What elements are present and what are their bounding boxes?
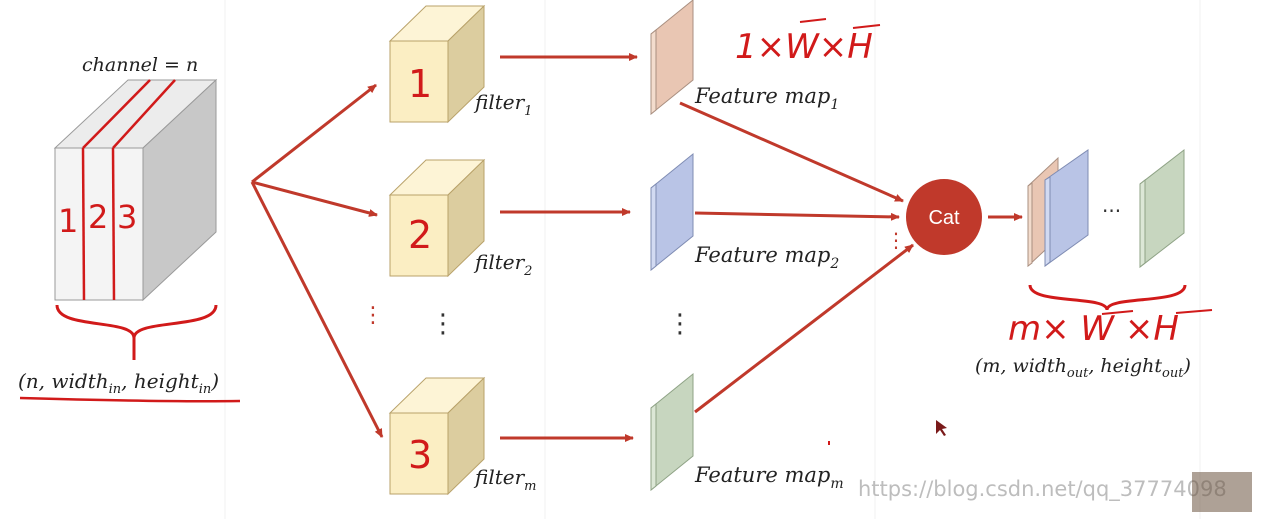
feature-map-m-slab xyxy=(650,372,694,492)
background-gridlines xyxy=(224,0,1201,519)
input-brace xyxy=(55,304,218,339)
filter-m-digit: 3 xyxy=(408,433,432,477)
filter-1-digit: 1 xyxy=(408,62,432,106)
vertical-ellipsis-cat: ⋮ xyxy=(886,228,906,252)
input-shape-underline xyxy=(19,396,241,403)
handwritten-note-top: 1×W×H xyxy=(735,27,873,67)
output-map-2 xyxy=(1044,149,1089,268)
filter-to-map-arrows xyxy=(500,53,638,442)
channel-label: channel = n xyxy=(82,54,198,76)
vertical-ellipsis-filters: ⋮ xyxy=(430,309,456,339)
feature-map-1-slab xyxy=(650,0,694,116)
output-ellipsis: ··· xyxy=(1102,199,1121,223)
cat-label: Cat xyxy=(928,207,960,229)
filter-2-digit: 2 xyxy=(408,213,432,257)
output-map-m xyxy=(1139,148,1185,269)
filter-cube-m xyxy=(388,376,486,496)
handwritten-note-top-overlines xyxy=(799,18,881,29)
channel-mark-3: 3 xyxy=(117,198,137,236)
cat-node xyxy=(906,179,982,255)
channel-mark-1: 1 xyxy=(58,202,78,240)
output-stack xyxy=(1027,148,1185,269)
cursor-icon xyxy=(936,420,947,436)
input-shape-label: (n, widthin, heightin) xyxy=(18,369,219,397)
filter-cube-1 xyxy=(388,4,486,124)
watermark: https://blog.csdn.net/qq_37774098 xyxy=(858,477,1227,502)
output-brace xyxy=(1028,284,1187,311)
map-to-cat-arrows xyxy=(679,101,914,414)
feature-map-1-label: Feature map1 xyxy=(694,84,839,113)
corner-thumbnail xyxy=(1192,472,1252,512)
feature-map-2-slab xyxy=(650,152,694,272)
handwritten-note-bottom-overlines xyxy=(1101,309,1213,315)
stray-ink-speck xyxy=(828,441,830,445)
fanout-arrows xyxy=(250,83,384,438)
output-shape-label: (m, widthout, heightout) xyxy=(975,355,1191,381)
filter-cube-2 xyxy=(388,158,486,278)
vertical-ellipsis-red: ⋮ xyxy=(362,303,384,328)
feature-map-2-label: Feature map2 xyxy=(694,243,839,272)
handwritten-note-bottom: m× W ×H xyxy=(1008,309,1179,349)
filter-m-label: filterm xyxy=(473,465,537,494)
input-tensor-cube xyxy=(53,78,218,302)
channel-mark-2: 2 xyxy=(88,198,108,236)
filter-2-label: filter2 xyxy=(473,250,532,279)
vertical-ellipsis-maps: ⋮ xyxy=(667,309,693,339)
feature-map-m-label: Feature mapm xyxy=(694,463,844,492)
filter-1-label: filter1 xyxy=(473,90,532,119)
